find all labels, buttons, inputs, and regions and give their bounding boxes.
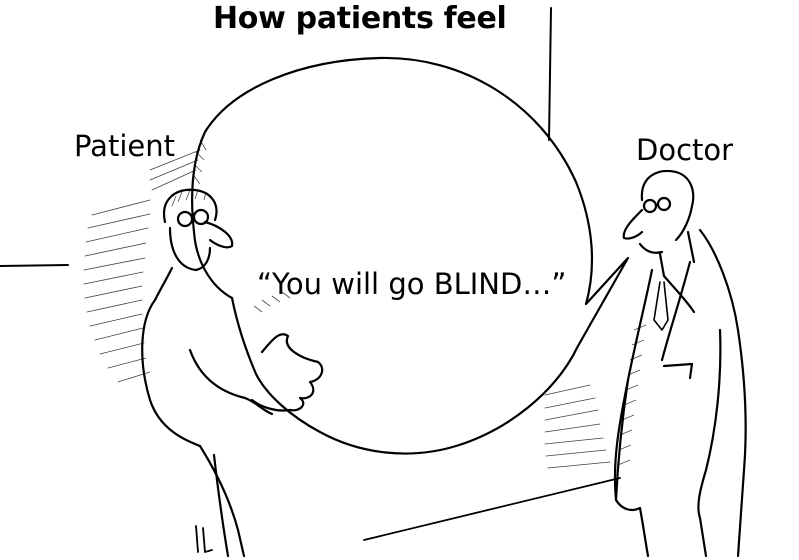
- doctor-lapel: [660, 260, 696, 362]
- doctor-tie: [653, 281, 669, 331]
- patient-label: Patient: [74, 129, 175, 163]
- doctor-legs: [638, 506, 708, 558]
- doctor-arm-right: [697, 328, 722, 520]
- patient-neck: [153, 266, 174, 302]
- patient-leg: [212, 453, 230, 558]
- ink-hatching: [171, 139, 647, 466]
- floor-line: [363, 477, 621, 541]
- doctor-neck: [658, 230, 696, 278]
- doctor-arm-left: [613, 378, 642, 511]
- doctor-figure: [613, 169, 747, 558]
- patient-face: [168, 226, 212, 272]
- patient-figure: [141, 188, 324, 558]
- artist-signature: [195, 525, 213, 553]
- wall-baseboard-line: [0, 264, 69, 267]
- doctor-head: [640, 169, 695, 242]
- doctor-mouth: [638, 242, 664, 254]
- doctor-jacket-left: [614, 268, 654, 502]
- patient-torso-right: [198, 444, 246, 558]
- speech-bubble-outline: [191, 56, 630, 455]
- wall-corner-line: [548, 7, 552, 141]
- doctor-pocket: [662, 362, 694, 380]
- page-title: How patients feel: [213, 1, 507, 36]
- patient-glasses-left: [176, 210, 194, 228]
- patient-arm: [188, 348, 274, 416]
- wall-shadow-hatching: [83, 149, 611, 469]
- patient-nose: [203, 220, 234, 249]
- doctor-label: Doctor: [636, 133, 734, 167]
- patient-hand: [250, 333, 324, 412]
- doctor-glasses-right: [656, 196, 672, 212]
- doctor-glasses-left: [642, 198, 658, 214]
- doctor-jacket-right: [698, 228, 747, 558]
- patient-head: [162, 188, 218, 224]
- speech-bubble-text: “You will go BLIND…”: [257, 267, 567, 301]
- patient-body-left: [141, 298, 202, 448]
- doctor-nose: [622, 208, 644, 240]
